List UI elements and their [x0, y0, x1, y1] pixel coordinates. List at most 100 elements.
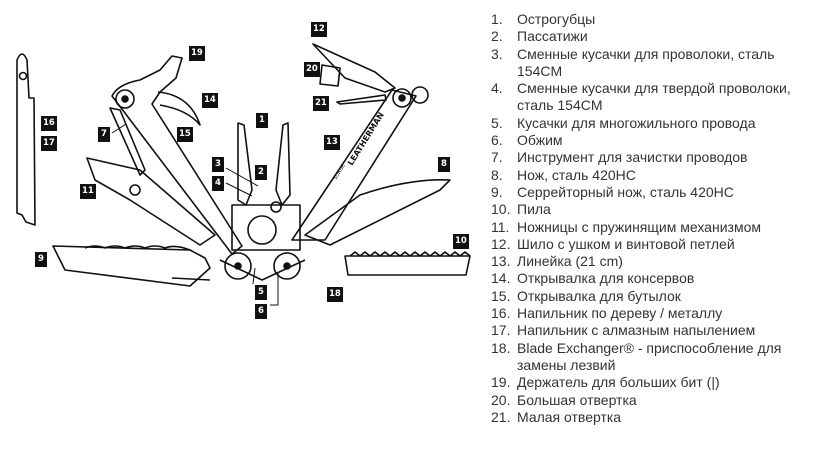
legend-item-text: Открывалка для бутылок	[517, 287, 681, 304]
multitool-diagram: LEATHERMAN SURGE 1 2 3 4 5 6	[16, 22, 471, 319]
legend-item-number: 7.	[491, 149, 503, 166]
legend-item: 8. Нож, сталь 420HC	[491, 167, 816, 184]
legend-item: 2. Пассатижи	[491, 28, 816, 45]
legend-item-text: Шило с ушком и винтовой петлей	[517, 235, 735, 252]
legend-item-text: Малая отвертка	[517, 408, 622, 425]
serrated-knife	[52, 245, 211, 287]
tool-legend-list: 1. Острогубцы 2. Пассатижи 3. Сменные кусачки…	[491, 11, 816, 426]
legend-item-number: 9.	[491, 183, 503, 200]
legend-item: 13. Линейка (21 cm)	[491, 253, 816, 270]
callout-3: 3	[212, 157, 224, 172]
legend-item-text: Пила	[517, 201, 551, 218]
legend-item-number: 15.	[491, 287, 511, 304]
legend-item-text: Сменные кусачки для проволоки, сталь 154…	[517, 45, 775, 79]
callout-4: 4	[212, 176, 224, 191]
legend-item-text: Линейка (21 cm)	[517, 253, 623, 270]
legend-item: 5. Кусачки для многожильного провода	[491, 115, 816, 132]
legend-item-text: Blade Exchanger® - приспособление для за…	[517, 339, 782, 373]
legend-item-number: 1.	[491, 11, 503, 27]
legend-item-text: Открывалка для консервов	[517, 270, 695, 287]
plain-knife	[304, 178, 451, 246]
legend-item-number: 3.	[491, 45, 503, 62]
legend-item-text: Инструмент для зачистки проводов	[517, 149, 748, 166]
legend-item-text: Напильник с алмазным напылением	[517, 322, 756, 339]
legend-item-number: 18.	[491, 339, 511, 356]
callout-18: 18	[327, 287, 343, 302]
callout-19: 19	[189, 46, 205, 61]
legend-item-number: 2.	[491, 28, 503, 45]
legend-item-text: Серрейторный нож, сталь 420HC	[517, 183, 734, 200]
legend-item-text: Сменные кусачки для твердой проволоки, с…	[517, 80, 791, 114]
callout-17: 17	[41, 136, 57, 151]
callout-1: 1	[256, 113, 268, 128]
legend-item: 6. Обжим	[491, 132, 816, 149]
leader-lines	[111, 123, 279, 306]
brand-text: LEATHERMAN	[346, 111, 386, 167]
callout-21: 21	[313, 96, 329, 111]
legend-item-number: 8.	[491, 166, 503, 183]
legend-item-number: 14.	[491, 270, 511, 287]
legend-item: 1. Острогубцы	[491, 11, 816, 28]
pliers	[231, 122, 301, 251]
legend-item-number: 4.	[491, 80, 503, 97]
callout-20: 20	[304, 62, 320, 77]
callout-8: 8	[438, 157, 450, 172]
legend-item-text: Обжим	[517, 132, 563, 149]
legend-item: 7. Инструмент для зачистки проводов	[491, 149, 816, 166]
legend-item-text: Большая отвертка	[517, 391, 637, 408]
legend-item-text: Ножницы с пружинящим механизмом	[517, 218, 761, 235]
legend-item: 14. Открывалка для консервов	[491, 270, 816, 287]
legend-item: 21. Малая отвертка	[491, 409, 816, 426]
legend-item-text: Держатель для больших бит (|)	[517, 374, 720, 391]
legend-item-number: 12.	[491, 235, 511, 252]
pivot-rollers	[219, 252, 306, 281]
callout-6: 6	[255, 304, 267, 319]
model-text: SURGE	[333, 163, 347, 181]
awl-and-drivers	[312, 43, 429, 105]
legend-item-text: Острогубцы	[517, 11, 596, 27]
legend-item-number: 21.	[491, 408, 511, 425]
legend-item: 12. Шило с ушком и винтовой петлей	[491, 236, 816, 253]
legend-item: 4. Сменные кусачки для твердой проволоки,…	[491, 80, 816, 115]
right-handle-ruler: LEATHERMAN SURGE	[291, 88, 417, 241]
legend-item: 3. Сменные кусачки для проволоки, сталь 1…	[491, 46, 816, 81]
callout-11: 11	[80, 184, 96, 199]
legend-item-number: 13.	[491, 253, 511, 270]
saw	[344, 251, 471, 276]
callout-14: 14	[202, 93, 218, 108]
legend-item-number: 5.	[491, 114, 503, 131]
legend-item: 16. Напильник по дереву / металлу	[491, 305, 816, 322]
legend-item-number: 20.	[491, 391, 511, 408]
callout-9: 9	[35, 252, 47, 267]
callout-10: 10	[453, 234, 469, 249]
legend-item-number: 11.	[491, 218, 510, 235]
legend-item-number: 10.	[491, 201, 511, 218]
legend-item: 10. Пила	[491, 201, 816, 218]
legend-item-text: Кусачки для многожильного провода	[517, 114, 756, 131]
legend-item: 15. Открывалка для бутылок	[491, 288, 816, 305]
callout-2: 2	[255, 165, 267, 180]
legend-item: 11. Ножницы с пружинящим механизмом	[491, 219, 816, 236]
legend-item-text: Пассатижи	[517, 28, 588, 45]
callout-15: 15	[177, 127, 193, 142]
legend-item: 9. Серрейторный нож, сталь 420HC	[491, 184, 816, 201]
callout-5: 5	[255, 285, 267, 300]
legend-item-number: 17.	[491, 322, 511, 339]
callout-16: 16	[41, 116, 57, 131]
legend-item-number: 16.	[491, 305, 511, 322]
legend-item: 20. Большая отвертка	[491, 392, 816, 409]
callout-7: 7	[98, 127, 110, 142]
callout-13: 13	[324, 135, 340, 150]
legend-item: 19. Держатель для больших бит (|)	[491, 374, 816, 391]
file-tool	[16, 53, 36, 226]
legend-item-text: Напильник по дереву / металлу	[517, 305, 723, 322]
legend-item-text: Нож, сталь 420HC	[517, 166, 636, 183]
legend-item-number: 19.	[491, 374, 511, 391]
legend-item-number: 6.	[491, 132, 503, 149]
legend-item: 17. Напильник с алмазным напылением	[491, 322, 816, 339]
legend-item: 18. Blade Exchanger® - приспособление для…	[491, 340, 816, 375]
scissors	[86, 157, 216, 246]
left-handle	[109, 55, 243, 255]
callout-12: 12	[311, 22, 327, 37]
multitool-drawing: LEATHERMAN SURGE	[16, 43, 471, 306]
